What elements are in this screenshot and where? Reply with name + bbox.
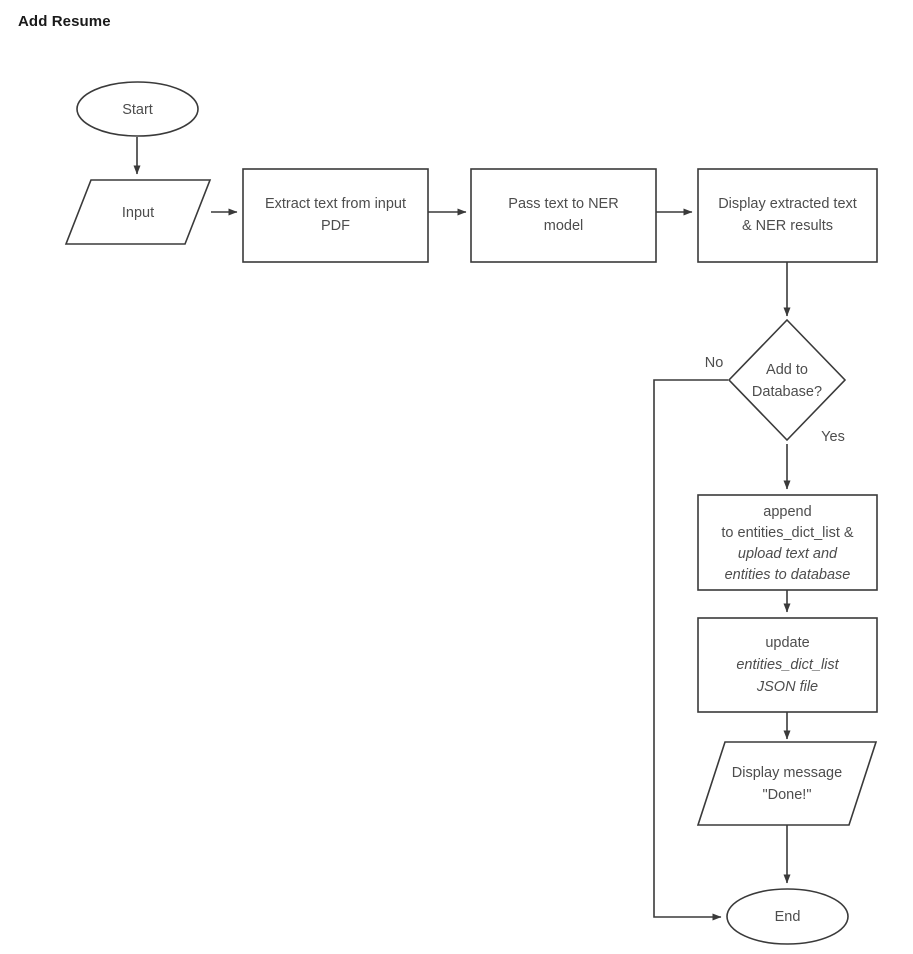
extract-text-box-shape (242, 168, 429, 263)
node-decision-add-to-database[interactable]: Add to Database? (727, 318, 847, 442)
append-label-line2: to entities_dict_list & (721, 525, 854, 541)
node-input[interactable]: Input (64, 179, 212, 245)
ner-model-label-line2: model (544, 218, 584, 234)
update-label-line1: update (765, 635, 809, 651)
append-label-line4: entities to database (725, 567, 851, 583)
append-label-line3: upload text and (738, 546, 838, 562)
display-results-label-line1: Display extracted text (718, 196, 857, 212)
display-message-parallelogram-shape (696, 741, 878, 826)
node-display-message[interactable]: Display message "Done!" (696, 741, 878, 826)
input-label: Input (122, 205, 154, 221)
display-message-label-line1: Display message (732, 765, 842, 781)
display-message-label-line2: "Done!" (763, 787, 812, 803)
decision-label-line2: Database? (752, 384, 822, 400)
node-display-results[interactable]: Display extracted text & NER results (697, 168, 878, 263)
node-start[interactable]: Start (76, 81, 199, 137)
end-ellipse-shape (726, 888, 849, 945)
append-entities-box-shape (697, 494, 878, 591)
edge-decision-no-to-end (653, 379, 728, 921)
extract-text-label-line2: PDF (321, 218, 350, 234)
node-ner-model[interactable]: Pass text to NER model (470, 168, 657, 263)
display-results-box-shape (697, 168, 878, 263)
decision-diamond-shape (727, 318, 847, 442)
ner-model-box-shape (470, 168, 657, 263)
decision-label-line1: Add to (766, 362, 808, 378)
edge-label-no: No (705, 355, 724, 371)
edge-label-yes: Yes (821, 429, 845, 445)
ner-model-label-line1: Pass text to NER (508, 196, 618, 212)
extract-text-label-line1: Extract text from input (265, 196, 406, 212)
update-json-box-shape (697, 617, 878, 713)
node-update-json[interactable]: update entities_dict_list JSON file (697, 617, 878, 713)
node-end[interactable]: End (726, 888, 849, 945)
node-append-entities[interactable]: append to entities_dict_list & upload te… (697, 494, 878, 591)
connector-group (133, 137, 791, 921)
update-label-line2: entities_dict_list (736, 657, 839, 673)
append-line2-italic: entities_dict_list & (738, 525, 854, 541)
append-line2-plain: to (721, 525, 737, 541)
start-ellipse-shape (76, 81, 199, 137)
update-label-line3: JSON file (756, 679, 818, 695)
append-label-line1: append (763, 504, 811, 520)
node-extract-text[interactable]: Extract text from input PDF (242, 168, 429, 263)
start-label: Start (122, 102, 153, 118)
page-title: Add Resume (18, 13, 111, 30)
end-label: End (775, 909, 801, 925)
display-results-label-line2: & NER results (742, 218, 833, 234)
input-parallelogram-shape (64, 179, 212, 245)
